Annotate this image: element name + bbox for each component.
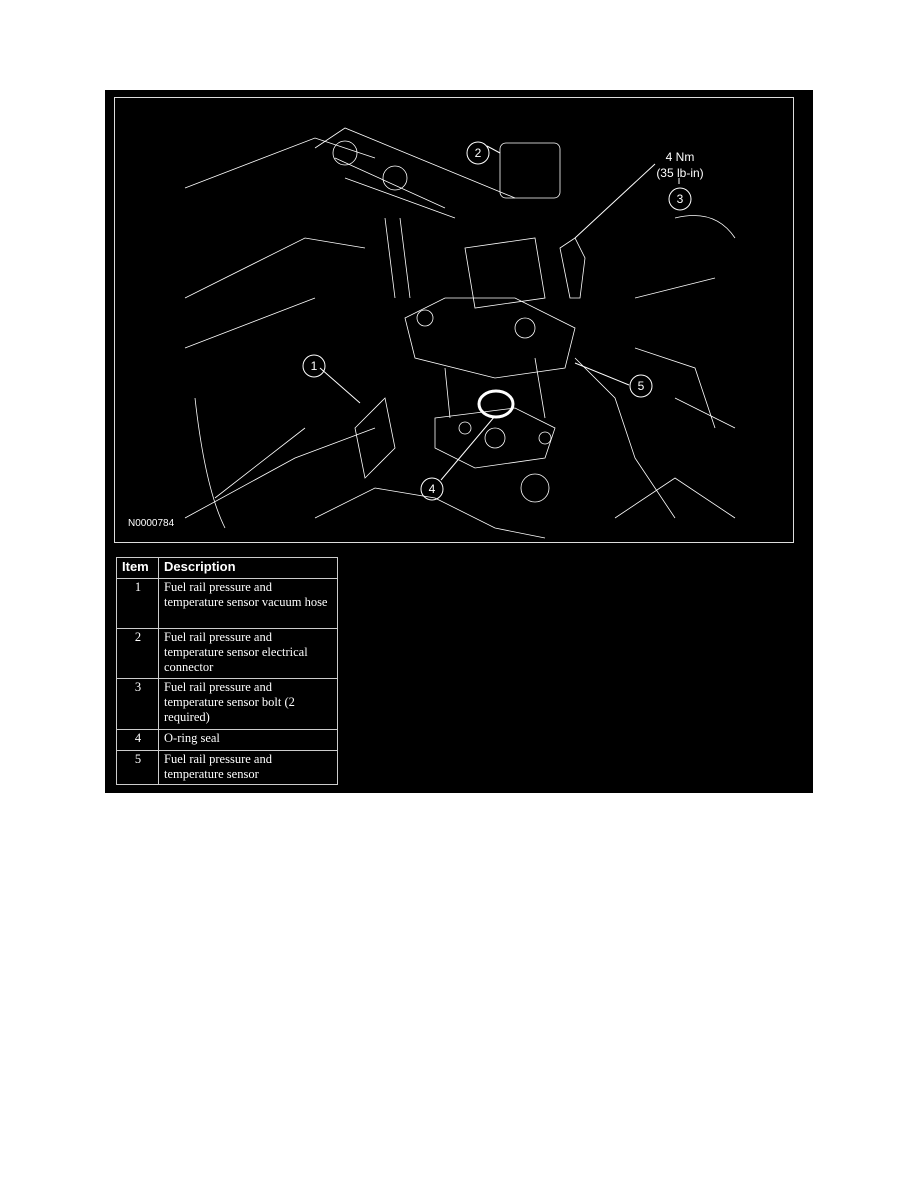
figure-id: N0000784 [128,518,175,529]
callout-1: 1 [311,359,318,373]
item-description: Fuel rail pressure and temperature senso… [158,578,338,629]
table-row: 3 Fuel rail pressure and temperature sen… [116,678,338,730]
callout-5: 5 [638,379,645,393]
sensor-illustration: 2 3 1 5 4 4 Nm (35 lb-in) N0000784 [114,97,794,543]
item-number: 5 [116,750,159,785]
header-item: Item [116,557,159,579]
callout-3: 3 [677,192,684,206]
torque-spec-metric: 4 Nm [665,150,695,164]
table-row: 2 Fuel rail pressure and temperature sen… [116,628,338,679]
item-description: Fuel rail pressure and temperature senso… [158,750,338,785]
callout-2: 2 [475,146,482,160]
leader-lines [319,145,680,481]
item-description: O-ring seal [158,729,338,751]
item-number: 3 [116,678,159,730]
callout-circles [302,141,692,501]
document-panel: 2 3 1 5 4 4 Nm (35 lb-in) N0000784 Item … [105,90,813,793]
torque-spec-imperial: (35 lb-in) [656,166,704,180]
item-number: 4 [116,729,159,751]
item-description: Fuel rail pressure and temperature senso… [158,678,338,730]
item-description: Fuel rail pressure and temperature senso… [158,628,338,679]
table-header: Item Description [116,557,338,579]
item-number: 1 [116,578,159,629]
parts-table: Item Description 1 Fuel rail pressure an… [116,557,338,785]
item-number: 2 [116,628,159,679]
header-description: Description [158,557,338,579]
callout-4: 4 [429,482,436,496]
engine-line-drawing: 2 3 1 5 4 [184,127,736,539]
table-row: 1 Fuel rail pressure and temperature sen… [116,578,338,629]
o-ring-highlight [477,389,515,419]
table-row: 5 Fuel rail pressure and temperature sen… [116,750,338,785]
table-row: 4 O-ring seal [116,729,338,751]
engine-linework [184,127,736,539]
